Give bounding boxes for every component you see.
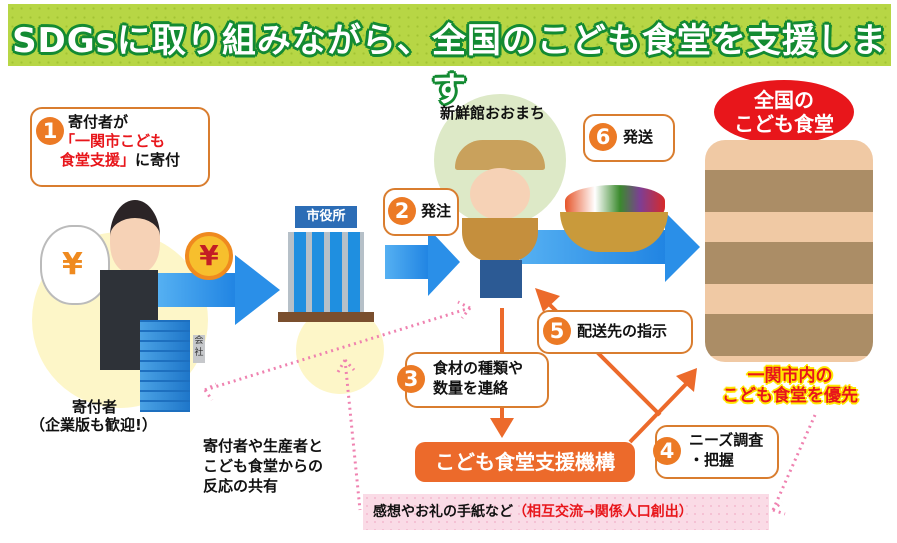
producer-label: 新鮮館おおまち <box>440 104 546 122</box>
arrowhead-to-agency <box>490 418 514 438</box>
step-1-bubble: 1 寄付者が 「一関市こども 食堂支援」に寄付 <box>30 107 210 187</box>
farmer-hat-icon <box>455 140 545 170</box>
blue-arrow-city-to-producer <box>385 228 460 296</box>
feedback-dotted-lines <box>203 300 817 516</box>
arrowhead-to-producer <box>535 288 560 312</box>
vegetable-basket-icon <box>560 212 668 252</box>
step-3-bubble: 3 食材の種類や 数量を連絡 <box>397 352 549 408</box>
blue-arrow-donor-to-city <box>158 255 280 325</box>
step-2-bubble: 2 発注 <box>383 188 459 236</box>
arrowhead-to-kodomo <box>676 368 697 392</box>
line-agency-to-kodomo <box>628 378 692 444</box>
cityhall-bg-circle <box>296 306 384 394</box>
kodomo-support-agency: こども食堂支援機構 <box>415 442 635 482</box>
step-1-number: 1 <box>36 117 64 145</box>
city-hall-sign: 市役所 <box>295 206 357 228</box>
banner-title: SDGsに取り組みながら、全国のこども食堂を支援します <box>12 21 887 110</box>
farmer-basket-icon <box>462 218 538 262</box>
local-kodomo-priority: 一関市内の こども食堂を優先 <box>722 366 858 406</box>
donor-person-icon <box>110 200 160 273</box>
city-hall-ground <box>278 312 374 322</box>
company-sign: 会社 <box>193 335 205 363</box>
city-hall-building-icon <box>288 232 364 320</box>
farmer-face-icon <box>470 168 530 220</box>
yen-coin-icon: ¥ <box>185 232 233 280</box>
farmer-legs <box>480 260 522 298</box>
title-banner: SDGsに取り組みながら、全国のこども食堂を支援します <box>8 4 891 110</box>
letters-box: 感想やお礼の手紙など（相互交流→関係人口創出） <box>363 494 769 530</box>
company-building-icon <box>140 320 190 412</box>
step-6-bubble: 6 発送 <box>583 114 675 162</box>
donor-label: 寄付者 <box>72 398 118 416</box>
national-kodomo-oval: 全国の こども食堂 <box>714 80 854 144</box>
feedback-shared-text: 寄付者や生産者と こども食堂からの 反応の共有 <box>203 437 324 495</box>
step-4-bubble: 4 ニーズ調査 ・把握 <box>653 425 779 479</box>
money-bag-icon: ¥ <box>40 225 110 305</box>
donor-sublabel: （企業版も歓迎!） <box>30 416 157 434</box>
children-eating-illustration <box>705 140 873 362</box>
step-5-bubble: 5 配送先の指示 <box>537 310 693 354</box>
vegetables-icon <box>565 185 665 217</box>
